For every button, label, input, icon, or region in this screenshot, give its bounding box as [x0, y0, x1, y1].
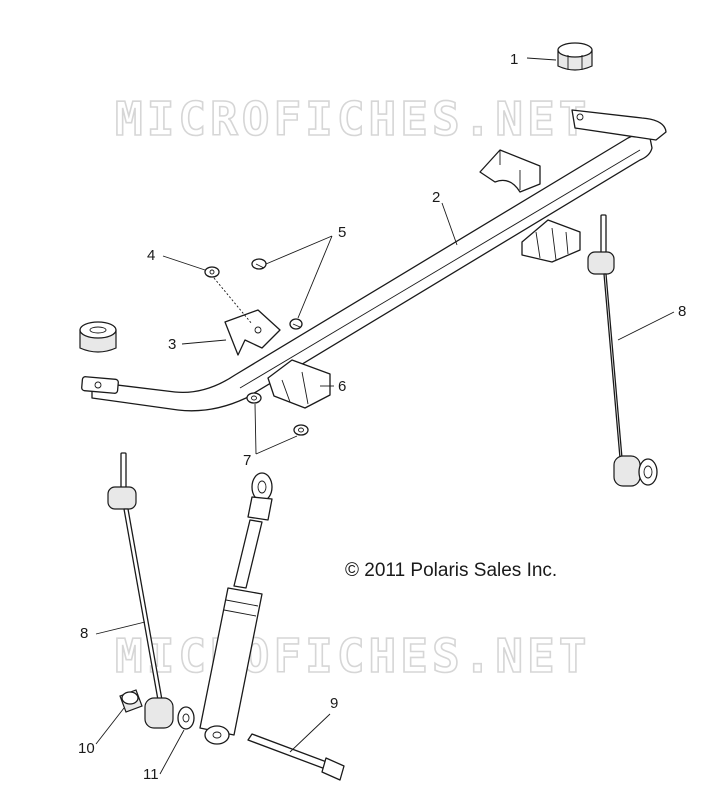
bushing-part-1: [557, 42, 593, 71]
callout-5: 5: [338, 224, 346, 241]
stabilizer-link-right-part-8: [587, 214, 658, 487]
leader-1: [526, 57, 557, 61]
leader-11: [159, 729, 185, 775]
washer-part-7a: [246, 392, 262, 404]
leader-10: [95, 707, 125, 745]
copyright-notice: © 2011 Polaris Sales Inc.: [345, 560, 557, 581]
leader-8-left: [95, 621, 146, 635]
callout-8-left: 8: [80, 625, 88, 642]
callout-6: 6: [338, 378, 346, 395]
stabilizer-link-left-part-8: [107, 452, 174, 729]
watermark-bottom: MICROFICHES.NET: [115, 629, 590, 683]
callout-2: 2: [432, 189, 440, 206]
leader-5: [265, 235, 333, 319]
callout-11: 11: [143, 766, 159, 783]
stabilizer-bar-part-2: [81, 109, 667, 412]
leader-3: [181, 339, 227, 345]
nut-part-4: [204, 266, 220, 278]
watermark-top: MICROFICHES.NET: [115, 92, 590, 146]
nut-part-10: [119, 689, 143, 713]
leader-8-right: [617, 311, 675, 341]
guide-line-4-3: [213, 277, 253, 325]
clamp-part-6: [267, 359, 331, 409]
clamp-bracket-part-3: [224, 309, 281, 356]
bar-clamp-top: [479, 149, 541, 193]
callout-7: 7: [243, 452, 251, 469]
callout-9: 9: [330, 695, 338, 712]
leader-7: [254, 403, 298, 455]
leader-2: [441, 202, 458, 246]
callout-1: 1: [510, 51, 518, 68]
bushing-left: [79, 321, 117, 353]
bolt-part-9: [247, 733, 345, 781]
washer-part-11: [177, 706, 195, 730]
leader-4: [162, 255, 206, 271]
leader-9: [289, 713, 331, 753]
washer-part-7b: [293, 424, 309, 436]
callout-10: 10: [78, 740, 95, 757]
callout-4: 4: [147, 247, 155, 264]
shock-absorber: [199, 472, 273, 745]
bar-clamp-right: [521, 219, 581, 263]
screw-part-5a: [251, 258, 267, 270]
screw-part-5b: [289, 318, 303, 330]
callout-8-right: 8: [678, 303, 686, 320]
callout-3: 3: [168, 336, 176, 353]
